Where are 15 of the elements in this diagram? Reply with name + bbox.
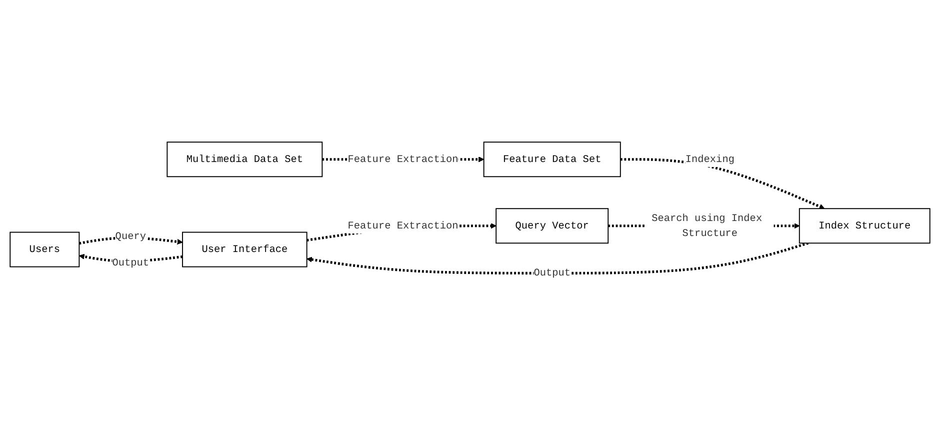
edge-label: Output [112,256,150,268]
edge-label: Indexing [685,153,734,165]
edge-label: Search using Index Structure [652,212,762,239]
edge-label: Output [534,266,571,278]
node-box: Users [10,231,80,267]
arrow [620,158,825,209]
node-box: Query Vector [496,208,609,244]
edge-label: Feature Extraction [348,153,458,165]
arrow [306,241,809,274]
node-box: Feature Data Set [483,141,621,177]
edge-label: Query [115,230,146,242]
node-box: Multimedia Data Set [166,141,323,177]
edge-label: Feature Extraction [348,220,458,232]
node-box: Index Structure [798,208,930,244]
node-box: User Interface [182,231,308,267]
